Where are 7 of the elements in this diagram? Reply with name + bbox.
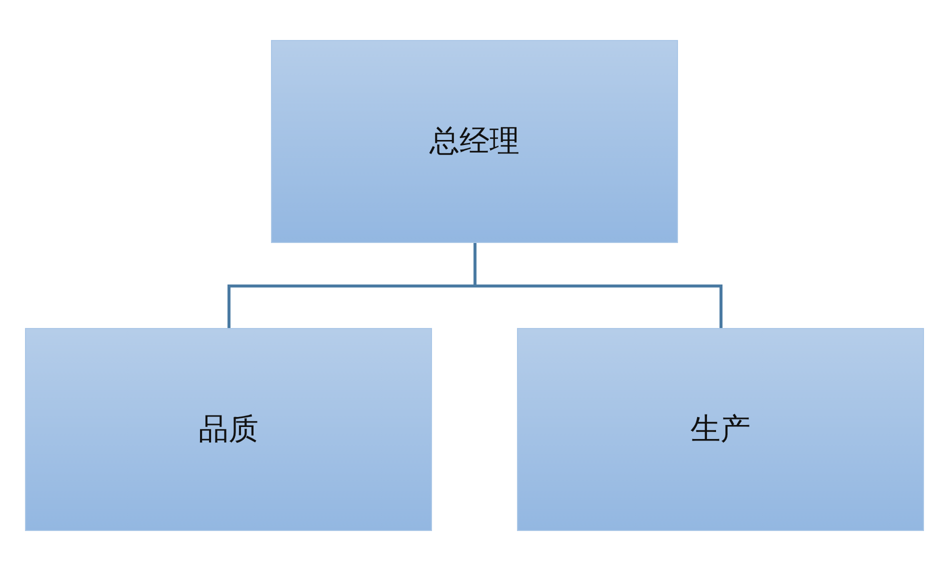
role-title: 生产 bbox=[690, 411, 750, 449]
org-box bbox=[25, 328, 432, 531]
org-box bbox=[271, 40, 678, 243]
role-title: 品质 bbox=[198, 411, 258, 449]
org-box bbox=[517, 328, 924, 531]
connector-line bbox=[474, 243, 722, 328]
role-title: 总经理 bbox=[430, 123, 520, 161]
